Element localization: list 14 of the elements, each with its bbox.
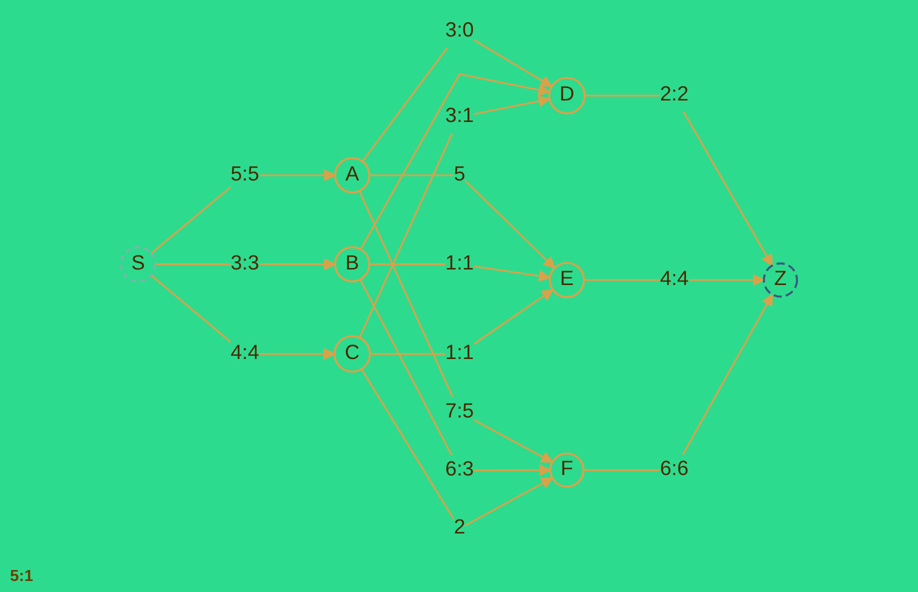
node-circle: F	[549, 452, 584, 488]
node-circle: S	[120, 246, 156, 282]
node-circle: E	[548, 262, 586, 298]
arrow	[583, 294, 773, 471]
flow-label: 5:1	[10, 568, 34, 586]
node-circle: B	[334, 246, 370, 282]
node-circle: A	[334, 157, 370, 194]
node-circle: D	[548, 76, 586, 114]
arrow	[360, 73, 550, 250]
edge-label: 3:1	[445, 102, 474, 132]
arrow	[359, 279, 551, 476]
arrow	[369, 174, 556, 269]
node-circle: Z	[762, 262, 798, 298]
node-circle: C	[334, 335, 371, 373]
